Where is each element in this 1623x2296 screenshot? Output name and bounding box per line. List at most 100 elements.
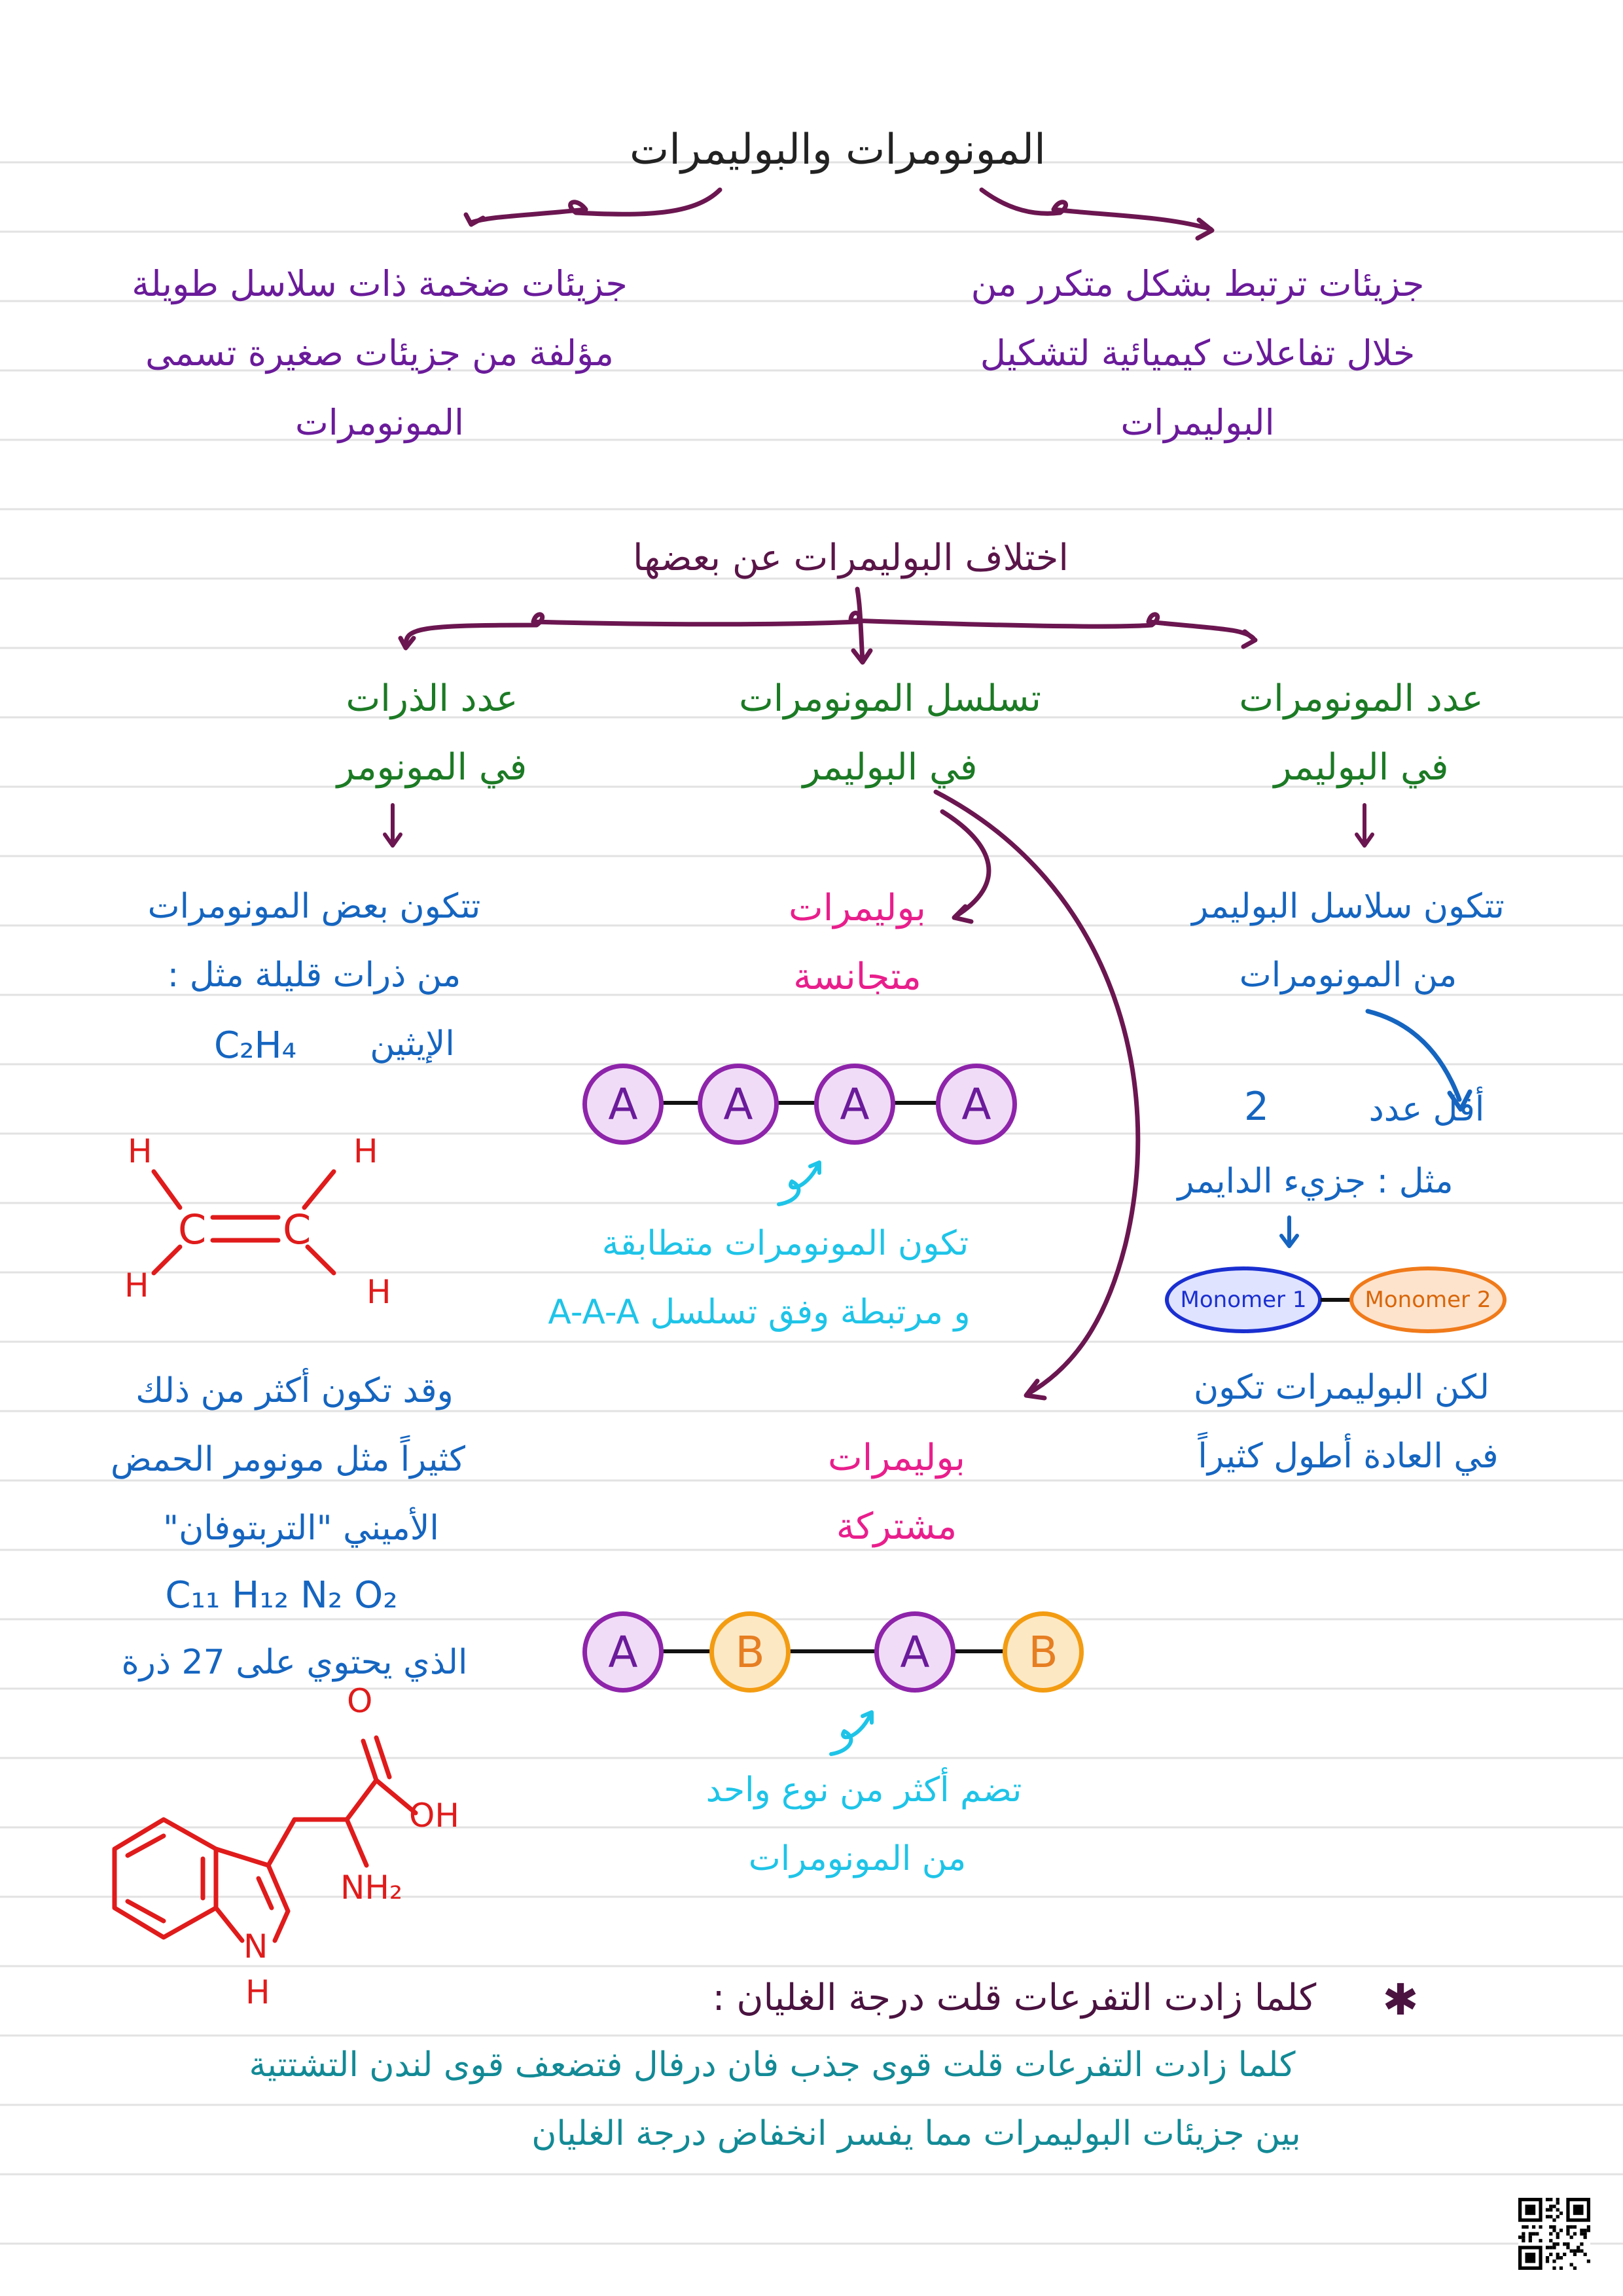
qr-module: [1539, 2225, 1543, 2229]
qr-module: [1528, 2238, 1532, 2243]
differences-arrow-left-head: [398, 636, 416, 651]
atoms-text-line-2: من ذرات قليلة مثل :: [167, 956, 461, 995]
qr-module: [1573, 2249, 1577, 2253]
qr-module: [1549, 2208, 1553, 2212]
homo-monomer-1: A: [582, 1064, 664, 1145]
homo-hook-arrow-head: [808, 1160, 821, 1175]
qr-module: [1539, 2238, 1543, 2243]
monomer-definition-line-3: البوليمرات: [1120, 402, 1275, 443]
qr-module: [1586, 2225, 1590, 2229]
atoms-down-arrow-head: [383, 833, 402, 848]
qr-module: [1545, 2246, 1550, 2250]
differences-arrow-center-head: [851, 648, 873, 665]
qr-module: [1531, 2232, 1536, 2236]
qr-module: [1569, 2225, 1573, 2229]
homo-bond-1: [661, 1101, 700, 1105]
qr-module: [1559, 2266, 1563, 2270]
co-hook-arrow: [829, 1713, 872, 1756]
note-body-line-2: بين جزيئات البوليمرات مما يفسر انخفاض در…: [531, 2114, 1301, 2153]
qr-module: [1556, 2252, 1560, 2257]
qr-module: [1549, 2225, 1553, 2229]
ethene-formula: C₂H₄: [213, 1024, 297, 1067]
homo-monomer-2: A: [698, 1064, 779, 1145]
homopolymer-title-line-1: بوليمرات: [788, 887, 927, 929]
copolymer-title-line-1: بوليمرات: [827, 1437, 966, 1479]
differences-arrow-right-head: [1241, 629, 1258, 649]
count-conclusion-line-2: في العادة أطول كثيراً: [1198, 1437, 1499, 1476]
qr-module: [1573, 2266, 1577, 2270]
note-star: ✱: [1382, 1975, 1419, 2025]
sequence-to-copolymer-head: [1024, 1378, 1047, 1401]
qr-module: [1556, 2242, 1560, 2246]
qr-module: [1580, 2242, 1584, 2246]
dimer-example: مثل : جزيء الدايمر: [1177, 1162, 1454, 1201]
homo-bond-3: [893, 1101, 938, 1105]
co-monomer-4: B: [1003, 1611, 1084, 1693]
qr-module: [1525, 2225, 1529, 2229]
qr-module: [1545, 2256, 1550, 2260]
trp-o-label: O: [347, 1682, 373, 1720]
qr-module: [1556, 2232, 1560, 2236]
ethene-c-right: C: [283, 1206, 312, 1253]
polymer-definition-line-2: مؤلفة من جزيئات صغيرة تسمى: [145, 332, 614, 374]
qr-code-icon: [1518, 2198, 1590, 2270]
qr-module: [1552, 2246, 1556, 2250]
qr-module: [1566, 2232, 1570, 2236]
qr-module: [1518, 2235, 1522, 2239]
qr-module: [1559, 2211, 1563, 2215]
qr-module: [1556, 2201, 1560, 2205]
co-monomer-2: B: [709, 1611, 791, 1693]
monomer-2-ellipse: Monomer 2: [1349, 1266, 1507, 1333]
qr-module: [1586, 2229, 1590, 2233]
differences-heading: اختلاف البوليمرات عن بعضها: [633, 537, 1069, 579]
qr-module: [1525, 2204, 1536, 2215]
qr-module: [1566, 2246, 1570, 2250]
atoms-more-line-3: الأميني "التربتوفان": [163, 1509, 439, 1548]
qr-module: [1573, 2252, 1577, 2257]
co-bond-1: [661, 1649, 712, 1653]
qr-module: [1552, 2229, 1556, 2233]
atoms-heading-line-2: في المونومر: [336, 746, 527, 789]
co-hook-arrow-head: [861, 1710, 874, 1725]
qr-module: [1577, 2249, 1580, 2253]
dimer-bond: [1321, 1298, 1352, 1302]
tryptophan-formula: C₁₁ H₁₂ N₂ O₂: [165, 1574, 398, 1617]
qr-module: [1522, 2238, 1525, 2243]
qr-module: [1577, 2246, 1580, 2250]
qr-module: [1556, 2208, 1560, 2212]
qr-module: [1559, 2256, 1563, 2260]
monomer-definition-line-2: خلال تفاعلات كيميائية لتشكيل: [980, 332, 1416, 374]
ethene-h-top-right: H: [353, 1132, 378, 1170]
qr-module: [1528, 2232, 1532, 2236]
title-arrow-left: [469, 187, 722, 225]
qr-module: [1569, 2263, 1573, 2267]
qr-module: [1549, 2215, 1553, 2219]
qr-module: [1549, 2204, 1553, 2208]
ethene-name: الإيثين: [370, 1024, 455, 1064]
qr-module: [1556, 2235, 1560, 2239]
qr-module: [1552, 2266, 1556, 2270]
qr-module: [1556, 2256, 1560, 2260]
qr-module: [1549, 2198, 1553, 2202]
copolymer-text-line-2: من المونومرات: [748, 1839, 967, 1878]
monomer-1-ellipse: Monomer 1: [1165, 1266, 1322, 1333]
copolymer-text-line-1: تضم أكثر من نوع واحد: [705, 1770, 1022, 1810]
qr-module: [1569, 2249, 1573, 2253]
ethene-c-left: C: [178, 1206, 207, 1253]
sequence-to-homopolymer-arrow: [940, 809, 991, 919]
qr-module: [1535, 2232, 1539, 2236]
homo-monomer-3: A: [814, 1064, 895, 1145]
qr-module: [1549, 2252, 1553, 2257]
qr-module: [1586, 2259, 1590, 2263]
sequence-to-homopolymer-head: [952, 904, 974, 924]
qr-module: [1522, 2232, 1525, 2236]
count-to-min-arrow-head: [1447, 1089, 1472, 1112]
homo-hook-arrow: [777, 1163, 820, 1206]
qr-module: [1552, 2259, 1556, 2263]
qr-module: [1563, 2252, 1567, 2257]
qr-module: [1573, 2204, 1584, 2215]
homo-monomer-4: A: [936, 1064, 1017, 1145]
qr-module: [1522, 2235, 1525, 2239]
